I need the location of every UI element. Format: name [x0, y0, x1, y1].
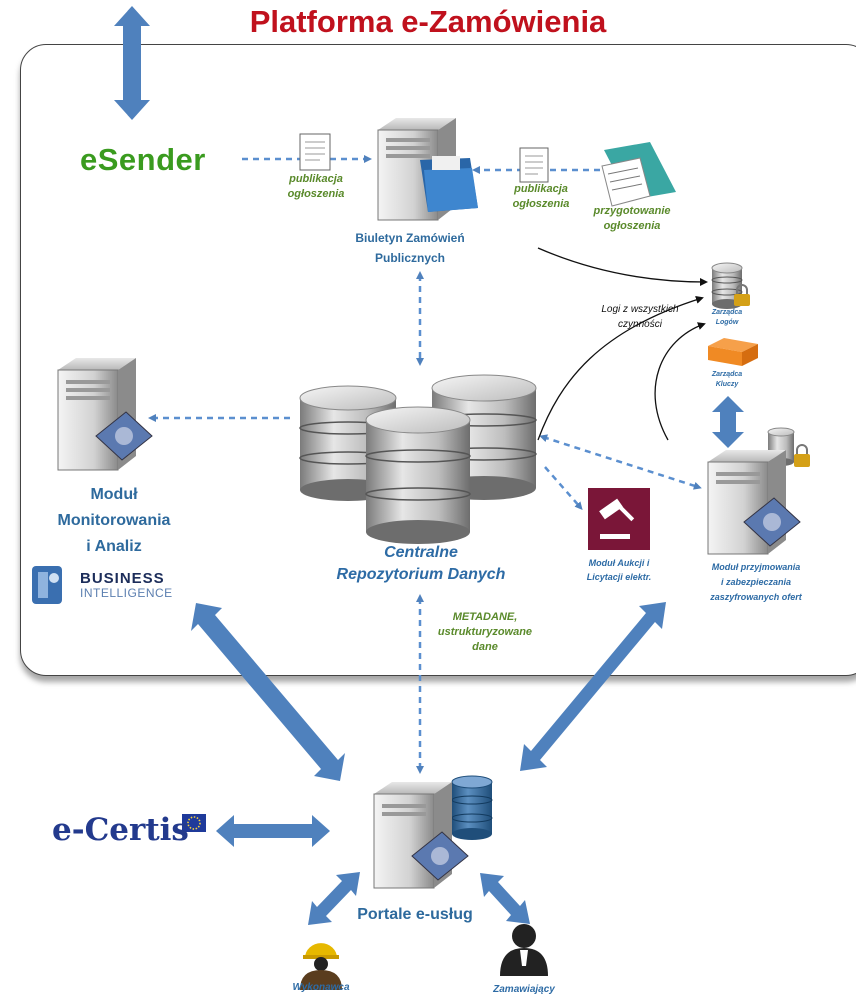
- centralne-line2: Repozytorium Danych: [336, 566, 506, 583]
- big-arrow-top: [114, 6, 150, 120]
- publikacja-right-line2: ogłoszenia: [512, 198, 570, 210]
- document-icon-right: [519, 147, 549, 183]
- modul-przyjmowania-label: Moduł przyjmowania i zabezpieczania zasz…: [686, 560, 826, 605]
- bi-line1: BUSINESS: [80, 570, 165, 587]
- big-arrow-zamawiajacy: [480, 873, 530, 924]
- biuletyn-line1: Biuletyn Zamówień: [355, 231, 465, 245]
- metadane-line2: ustrukturyzowane: [437, 626, 533, 638]
- zarzadca-kluczy-label: Zarządca Kluczy: [702, 370, 752, 390]
- modul-przyjmowania-line1: Moduł przyjmowania: [711, 562, 801, 572]
- zarzadca-kluczy-line2: Kluczy: [715, 381, 739, 388]
- page-title: Platforma e-Zamówienia: [249, 4, 607, 39]
- metadane-line1: METADANE,: [452, 611, 518, 623]
- biuletyn-server-icon: [377, 118, 478, 221]
- big-arrow-wykonawca: [308, 872, 360, 925]
- publikacja-left-line1: publikacja: [289, 173, 343, 185]
- publikacja-label-right: publikacja ogłoszenia: [502, 182, 580, 212]
- biuletyn-line2: Publicznych: [374, 251, 445, 265]
- bi-line2: INTELLIGENCE: [80, 586, 173, 600]
- modul-monitorowania-label: Moduł Monitorowania i Analiz: [26, 482, 202, 560]
- dashed-connectors: [148, 155, 702, 774]
- eu-flag-icon: [182, 814, 206, 832]
- przygotowanie-line1: przygotowanie: [593, 205, 671, 217]
- portale-label: Portale e-usług: [357, 906, 473, 923]
- zarzadca-logow-line1: Zarządca: [711, 309, 743, 316]
- business-intelligence-logo-icon: [32, 566, 62, 604]
- log-arrows: [537, 247, 708, 441]
- publikacja-left-line2: ogłoszenia: [287, 188, 345, 200]
- przygotowanie-line2: ogłoszenia: [603, 220, 661, 232]
- portal-server-icon: [373, 775, 493, 889]
- modul-aukcji-line1: Moduł Aukcji i: [588, 558, 650, 568]
- logi-label: Logi z wszystkich czynności: [588, 302, 692, 332]
- publikacja-right-line1: publikacja: [514, 183, 568, 195]
- zarzadca-logow-line2: Logów: [715, 319, 739, 326]
- document-icon-left: [299, 133, 331, 171]
- esender-logo: eSender: [80, 142, 206, 177]
- big-arrow-bi-to-portal: [191, 603, 345, 781]
- key-manager-icon: [708, 338, 758, 366]
- big-arrow-modul-to-portal: [520, 602, 666, 771]
- biuletyn-label: Biuletyn Zamówień Publicznych: [340, 228, 480, 268]
- centralne-line1: Centralne: [384, 544, 458, 561]
- zarzadca-kluczy-line1: Zarządca: [711, 371, 743, 378]
- przygotowanie-label: przygotowanie ogłoszenia: [580, 204, 684, 234]
- metadane-label: METADANE, ustrukturyzowane dane: [420, 610, 550, 655]
- zamawiajacy-label: Zamawiający: [493, 984, 555, 995]
- log-manager-icon: [711, 262, 750, 309]
- modul-monitorowania-line3: i Analiz: [86, 538, 142, 555]
- wykonawca-label: Wykonawca: [292, 982, 350, 993]
- ecertis-logo: e-Certis: [52, 812, 189, 848]
- modul-aukcji-label: Moduł Aukcji i Licytacji elektr.: [566, 556, 672, 584]
- modul-monitorowania-line1: Moduł: [90, 486, 138, 503]
- contractor-person-icon: [300, 943, 342, 990]
- modul-przyjmowania-line3: zaszyfrowanych ofert: [710, 592, 802, 602]
- zarzadca-logow-label: Zarządca Logów: [702, 308, 752, 328]
- modul-przyjmowania-line2: i zabezpieczania: [720, 577, 792, 587]
- metadane-line3: dane: [472, 641, 498, 653]
- logi-line1: Logi z wszystkich: [601, 304, 679, 315]
- laptop-form-icon: [601, 142, 676, 207]
- monitoring-server-icon: [57, 358, 153, 471]
- buyer-person-icon: [500, 924, 548, 976]
- business-intelligence-logo: BUSINESS INTELLIGENCE: [80, 570, 173, 600]
- logi-line2: czynności: [618, 319, 662, 330]
- centralne-label: Centralne Repozytorium Danych: [296, 542, 546, 586]
- central-database-icon: [299, 374, 537, 544]
- publikacja-label-left: publikacja ogłoszenia: [274, 172, 358, 202]
- big-arrow-ecertis: [216, 815, 330, 847]
- auction-gavel-icon: [588, 488, 650, 550]
- modul-aukcji-line2: Licytacji elektr.: [586, 572, 652, 582]
- offers-server-icon: [707, 427, 810, 555]
- modul-monitorowania-line2: Monitorowania: [57, 512, 171, 529]
- big-arrow-keys-to-modul: [712, 396, 744, 448]
